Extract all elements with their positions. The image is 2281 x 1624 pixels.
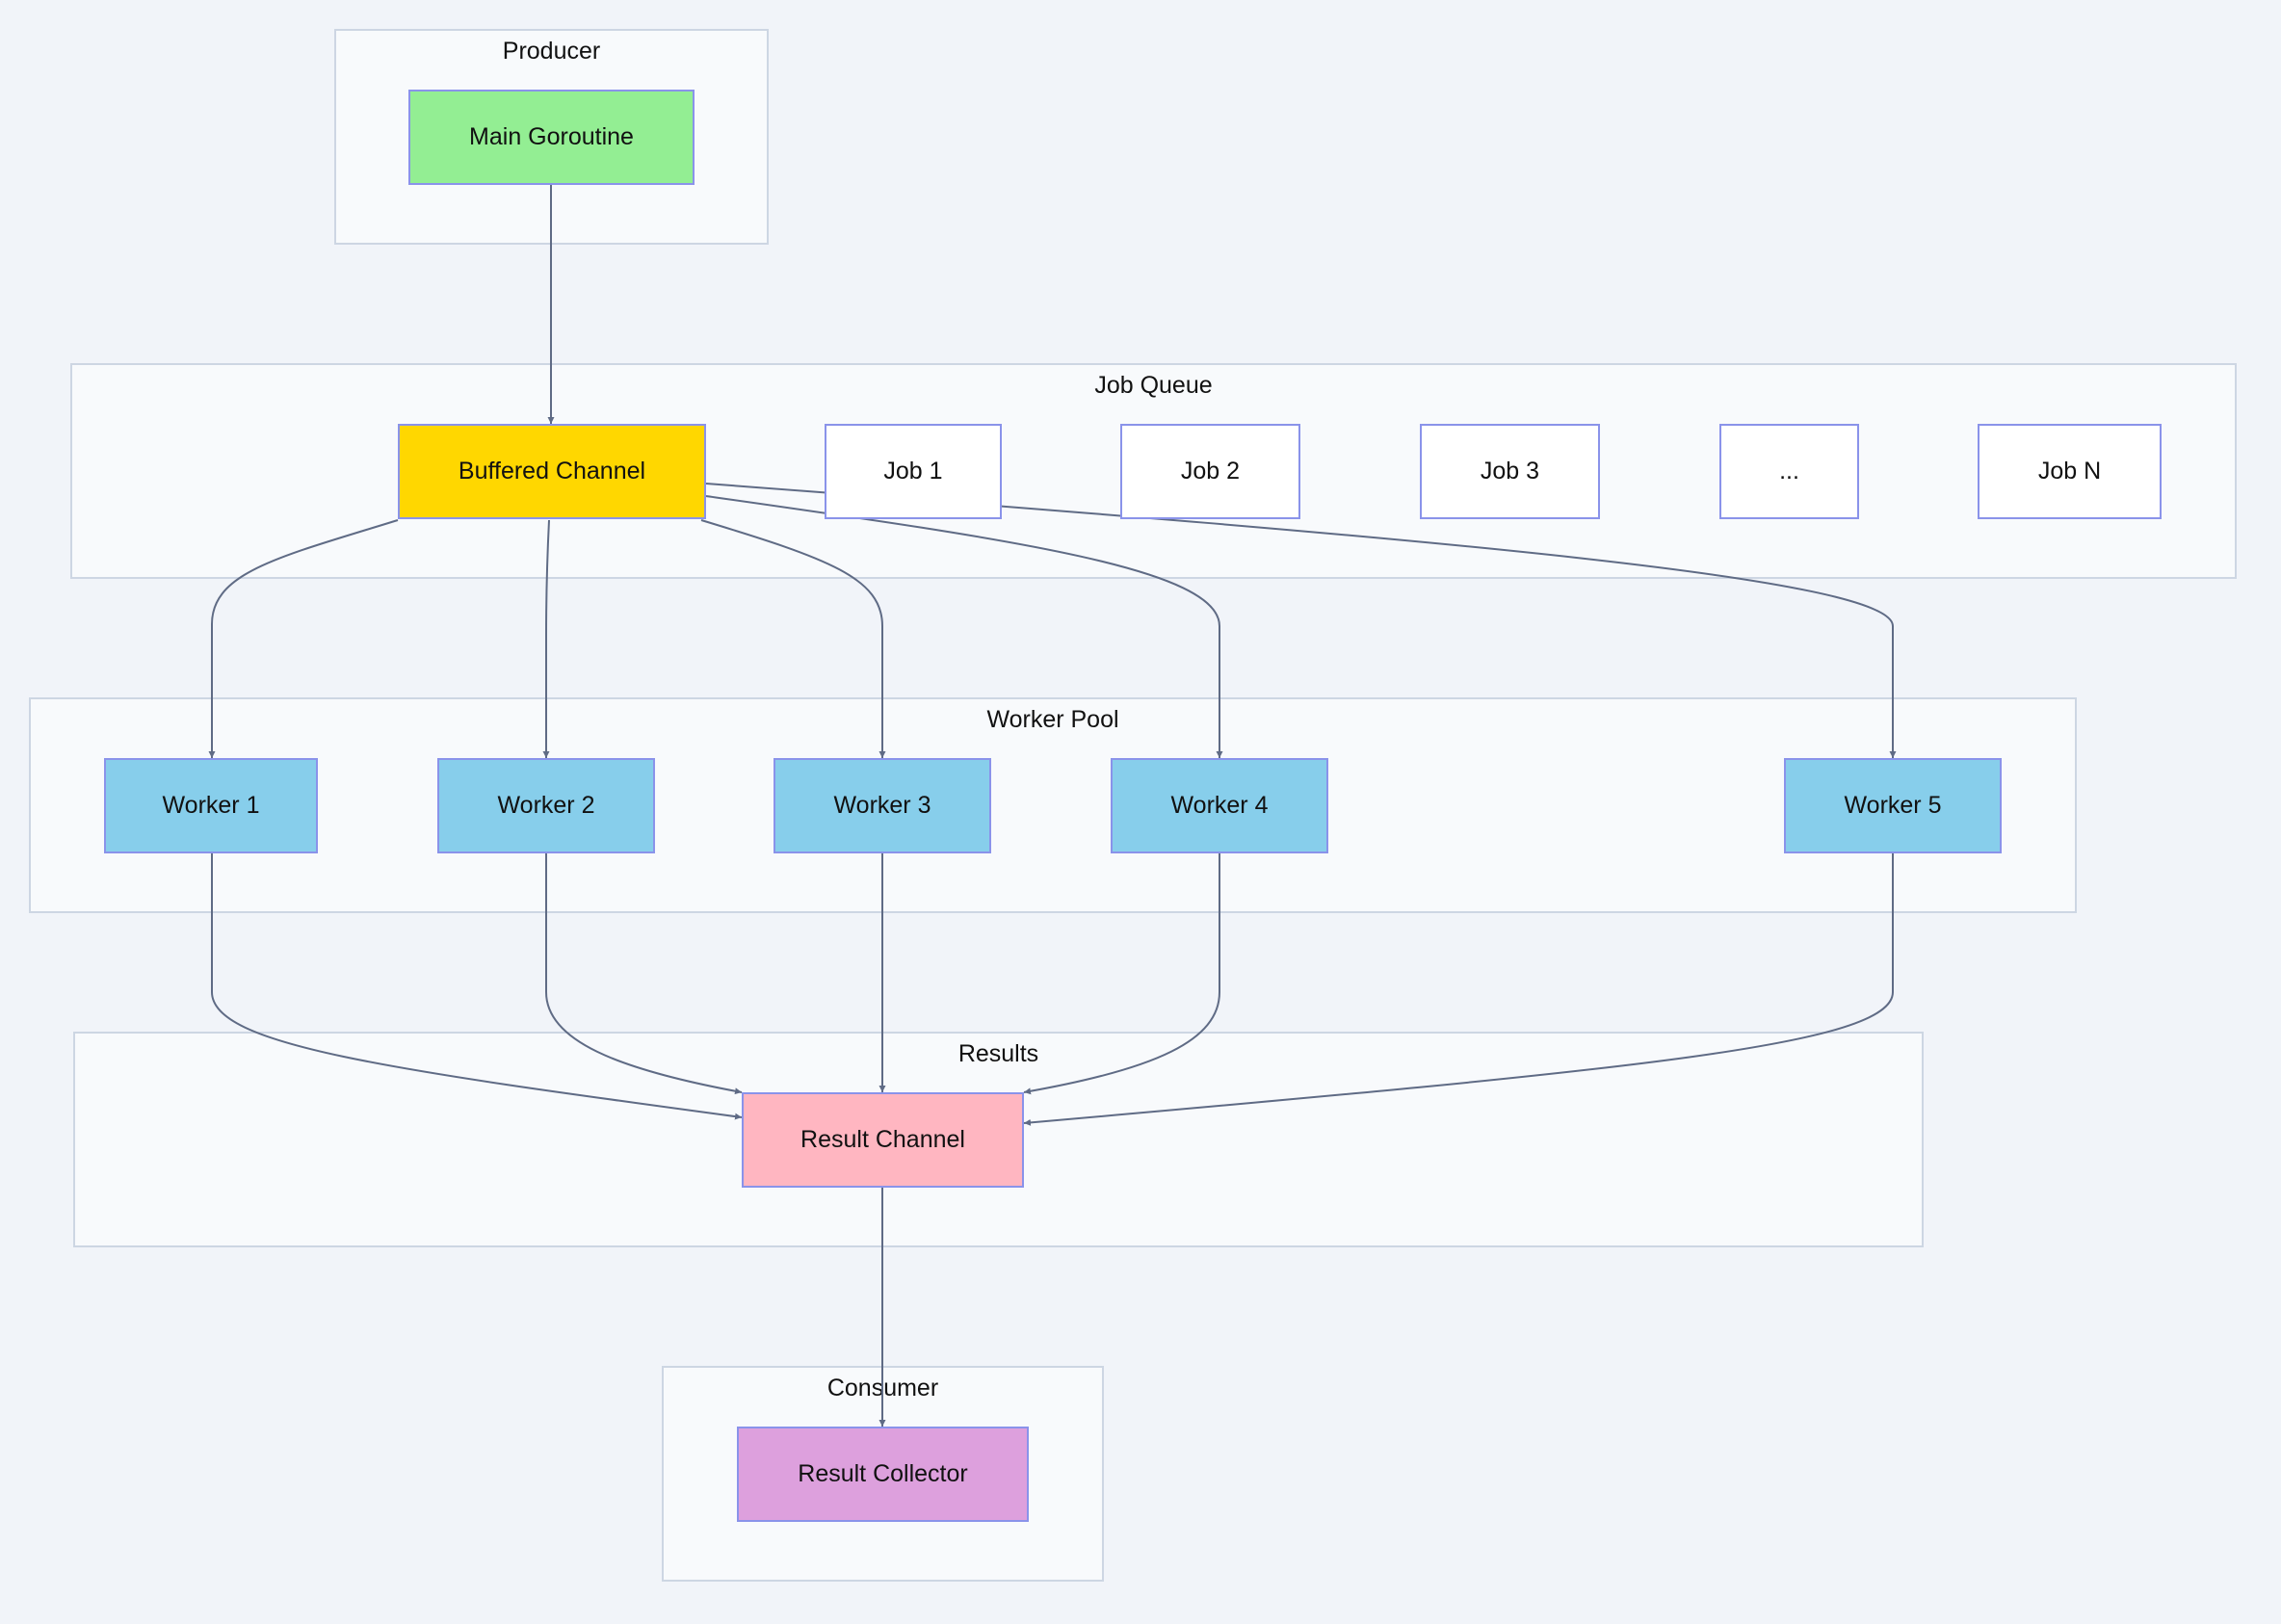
node-job-ellipsis: ... xyxy=(1719,424,1859,519)
node-result-channel: Result Channel xyxy=(742,1092,1024,1188)
node-job-1: Job 1 xyxy=(825,424,1002,519)
cluster-worker-pool: Worker Pool xyxy=(29,697,2077,913)
node-worker-5: Worker 5 xyxy=(1784,758,2002,853)
cluster-title-consumer: Consumer xyxy=(826,1375,939,1401)
node-main-goroutine: Main Goroutine xyxy=(408,90,695,185)
cluster-title-results: Results xyxy=(957,1040,1039,1067)
node-job-n: Job N xyxy=(1978,424,2162,519)
node-result-collector: Result Collector xyxy=(737,1427,1029,1522)
node-job-3: Job 3 xyxy=(1420,424,1600,519)
node-worker-2: Worker 2 xyxy=(437,758,655,853)
node-worker-4: Worker 4 xyxy=(1111,758,1328,853)
node-worker-1: Worker 1 xyxy=(104,758,318,853)
node-buffered-channel: Buffered Channel xyxy=(398,424,706,519)
cluster-title-job-queue: Job Queue xyxy=(1094,372,1213,399)
node-job-2: Job 2 xyxy=(1120,424,1300,519)
cluster-title-worker-pool: Worker Pool xyxy=(986,706,1119,733)
node-worker-3: Worker 3 xyxy=(773,758,991,853)
cluster-title-producer: Producer xyxy=(502,38,601,65)
